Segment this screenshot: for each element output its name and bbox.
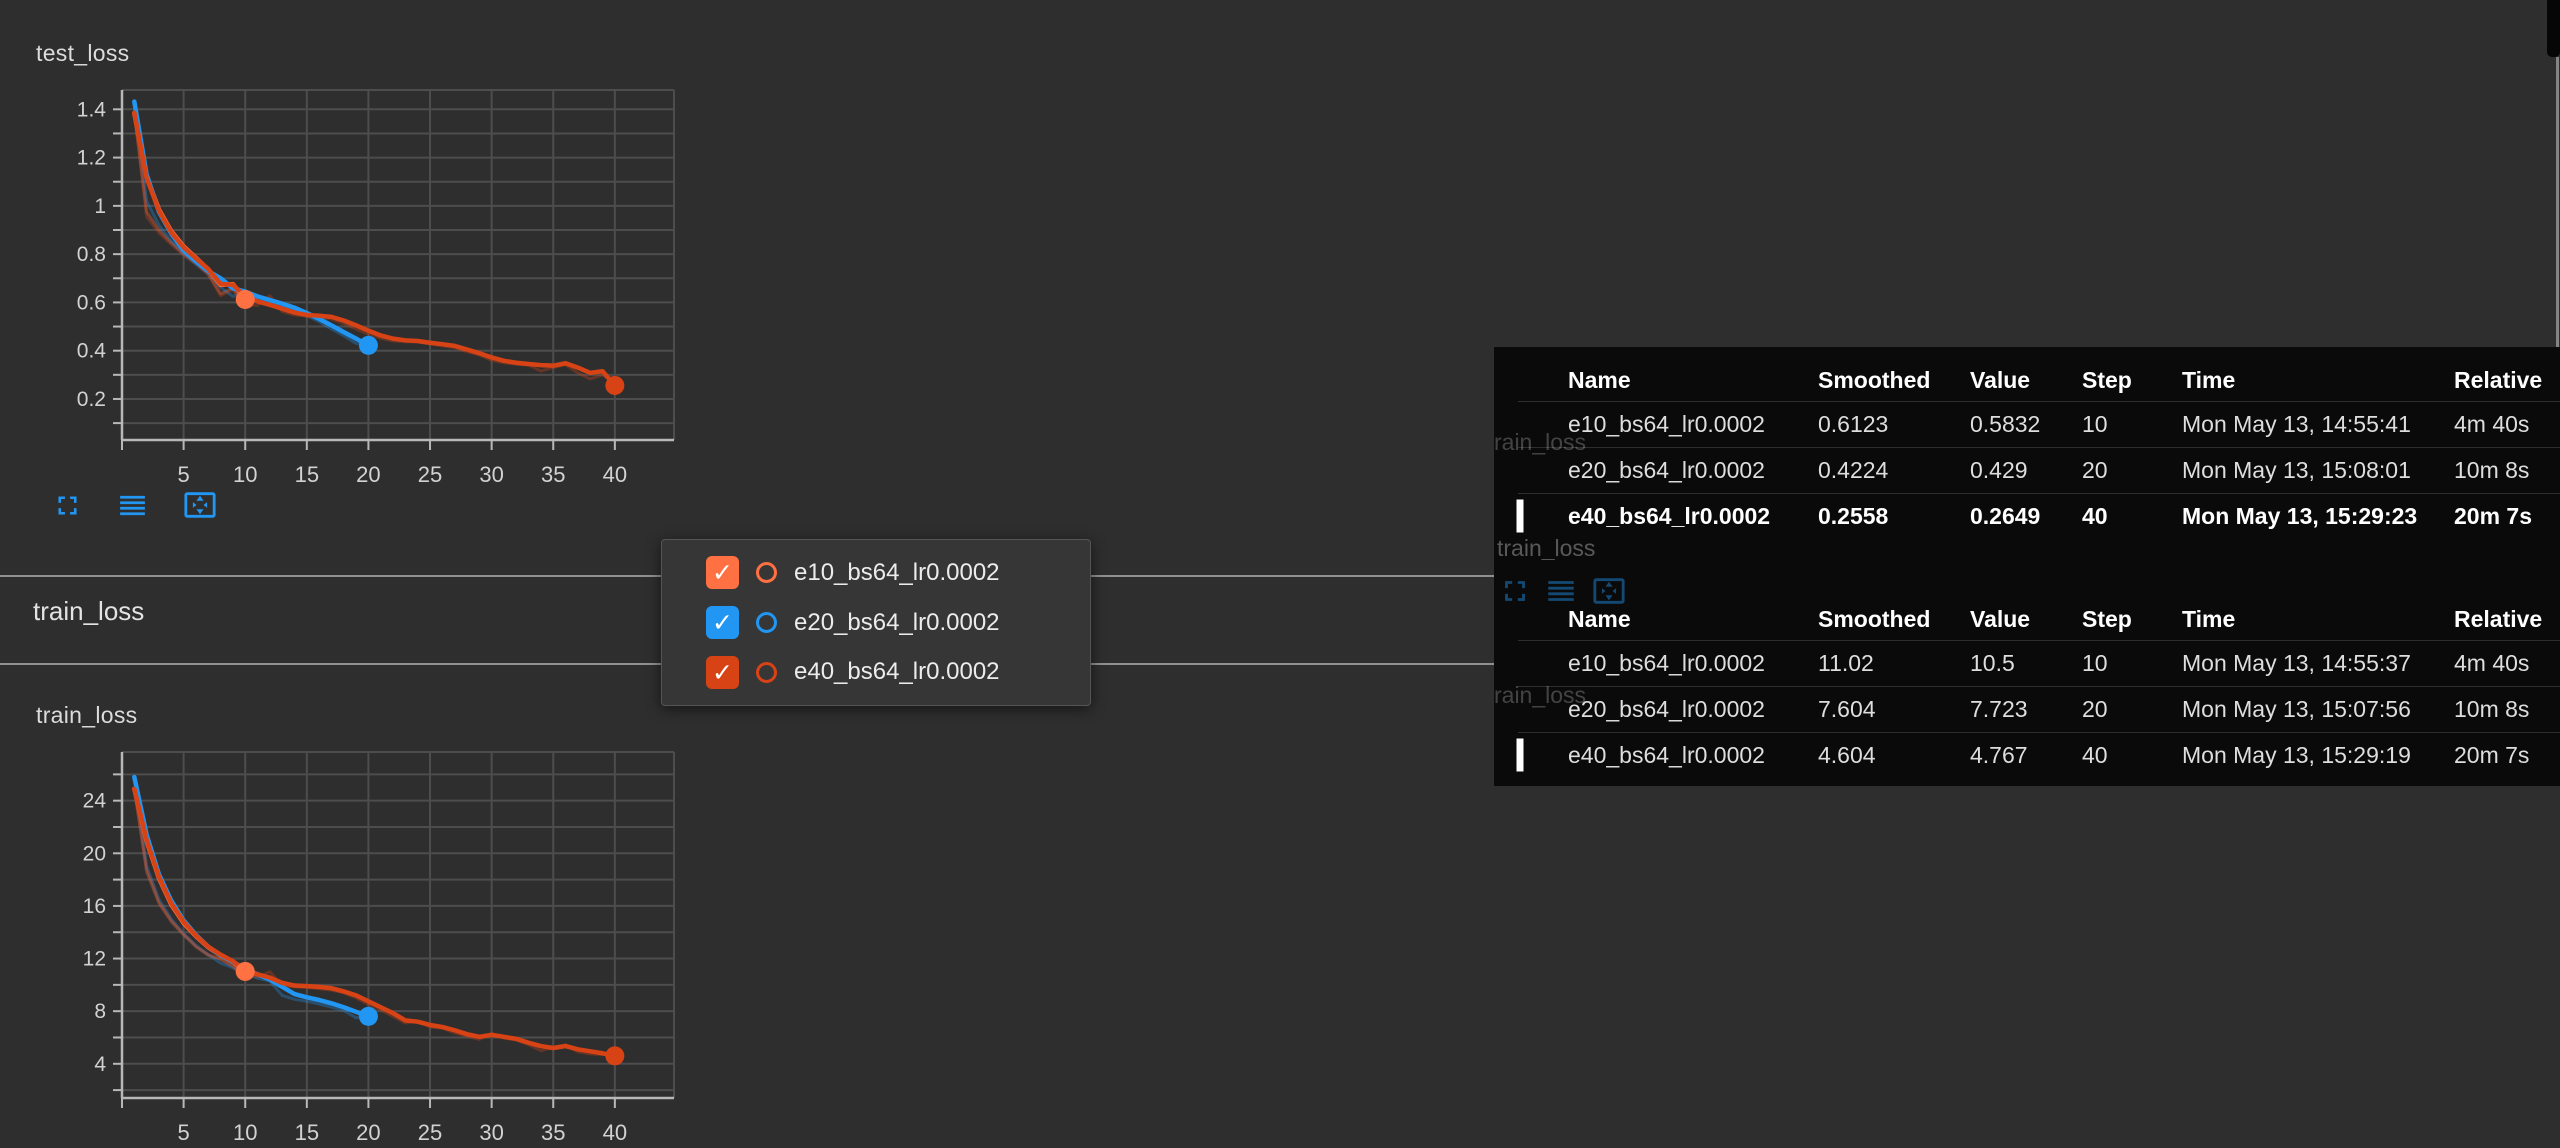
legend-run-label: e40_bs64_lr0.0002: [794, 658, 1000, 686]
data-table-icon[interactable]: [116, 486, 156, 524]
svg-text:1: 1: [94, 195, 106, 218]
run-checkbox[interactable]: ✓: [706, 606, 739, 639]
fullscreen-icon[interactable]: [52, 486, 92, 524]
svg-text:10: 10: [233, 1120, 257, 1145]
check-icon: ✓: [712, 608, 733, 637]
svg-text:5: 5: [177, 1120, 189, 1145]
svg-text:12: 12: [83, 948, 106, 971]
scrollbar-thumb[interactable]: [2547, 0, 2560, 57]
fit-domain-icon[interactable]: [180, 486, 220, 524]
svg-text:30: 30: [479, 462, 503, 487]
svg-text:40: 40: [603, 1120, 627, 1145]
test-loss-chart-title: test_loss: [36, 40, 130, 66]
svg-text:35: 35: [541, 462, 565, 487]
section-header-train-loss[interactable]: train_loss: [33, 596, 145, 626]
svg-text:30: 30: [479, 1120, 503, 1145]
svg-text:16: 16: [83, 895, 106, 918]
svg-text:20: 20: [83, 842, 106, 865]
svg-text:1.4: 1.4: [77, 98, 107, 121]
svg-text:20: 20: [356, 462, 380, 487]
svg-text:0.6: 0.6: [77, 291, 106, 314]
run-checkbox[interactable]: ✓: [706, 655, 739, 689]
run-legend: ✓ e10_bs64_lr0.0002 ✓ e20_bs64_lr0.0002 ✓ e40…: [661, 539, 1091, 706]
svg-text:15: 15: [295, 1120, 319, 1145]
legend-run-label: e10_bs64_lr0.0002: [794, 558, 1000, 586]
svg-text:25: 25: [418, 1120, 442, 1145]
run-color-ring: [756, 661, 777, 683]
svg-text:24: 24: [83, 790, 107, 813]
legend-row-e40_bs64_lr0.0002[interactable]: ✓ e40_bs64_lr0.0002: [662, 647, 1090, 697]
svg-text:0.8: 0.8: [77, 243, 106, 266]
legend-row-e20_bs64_lr0.0002[interactable]: ✓ e20_bs64_lr0.0002: [662, 598, 1090, 648]
svg-text:0.4: 0.4: [77, 340, 107, 363]
run-color-ring: [756, 562, 777, 584]
test-loss-chart-toolbar: [52, 486, 220, 524]
svg-text:5: 5: [177, 462, 189, 487]
legend-row-e10_bs64_lr0.0002[interactable]: ✓ e10_bs64_lr0.0002: [662, 548, 1090, 598]
svg-text:35: 35: [541, 1120, 565, 1145]
svg-text:0.2: 0.2: [77, 388, 106, 411]
svg-text:40: 40: [603, 462, 627, 487]
legend-run-label: e20_bs64_lr0.0002: [794, 608, 1000, 636]
scrollbar-track[interactable]: [2556, 57, 2559, 347]
train-loss-chart[interactable]: 4 8 12 16 20 24 5 10 15 20 25 30 35 40: [74, 745, 696, 1147]
svg-text:1.2: 1.2: [77, 147, 106, 170]
svg-text:20: 20: [356, 1120, 380, 1145]
svg-text:25: 25: [418, 462, 442, 487]
run-color-ring: [756, 612, 777, 633]
run-checkbox[interactable]: ✓: [706, 556, 739, 590]
check-icon: ✓: [712, 657, 733, 687]
svg-text:15: 15: [295, 462, 319, 487]
check-icon: ✓: [712, 558, 733, 588]
svg-text:4: 4: [94, 1053, 106, 1076]
svg-text:10: 10: [233, 462, 257, 487]
train-loss-chart-title: train_loss: [36, 702, 138, 728]
svg-text:8: 8: [94, 1000, 106, 1023]
test-loss-chart[interactable]: 0.2 0.4 0.6 0.8 1 1.2 1.4 5 10 15 20 25 30 35 40: [74, 84, 696, 487]
